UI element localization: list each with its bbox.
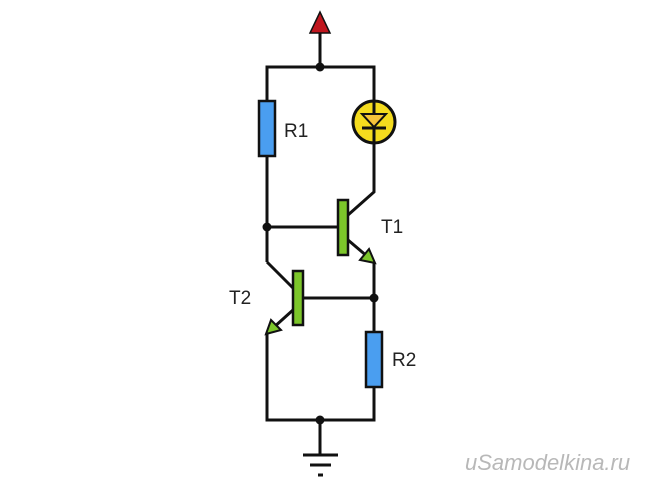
transistor-t1: [336, 198, 350, 257]
junction-dot: [262, 222, 272, 232]
bottom-rail: [265, 333, 376, 422]
led-to-t1-collector: [347, 143, 376, 217]
wires: [265, 32, 376, 477]
label-t2: T2: [229, 288, 251, 309]
junctions: [262, 62, 379, 425]
watermark: uSamodelkina.ru: [465, 450, 630, 475]
t2-emitter-arrow-icon: [264, 318, 283, 336]
t1-emitter-arrow-icon: [358, 247, 377, 265]
resistor-r2: [364, 330, 384, 389]
junction-dot: [315, 415, 325, 425]
junction-dot: [315, 62, 325, 72]
led-icon: [351, 99, 397, 145]
label-r2: R2: [392, 350, 416, 371]
resistor-r1: [257, 99, 277, 158]
label-r1: R1: [284, 121, 308, 142]
label-t1: T1: [381, 217, 403, 238]
top-rail: [265, 65, 376, 101]
junction-dot: [369, 293, 379, 303]
power-arrow-icon: [308, 10, 332, 34]
t2-collector: [265, 260, 295, 290]
transistor-t2: [291, 269, 305, 327]
